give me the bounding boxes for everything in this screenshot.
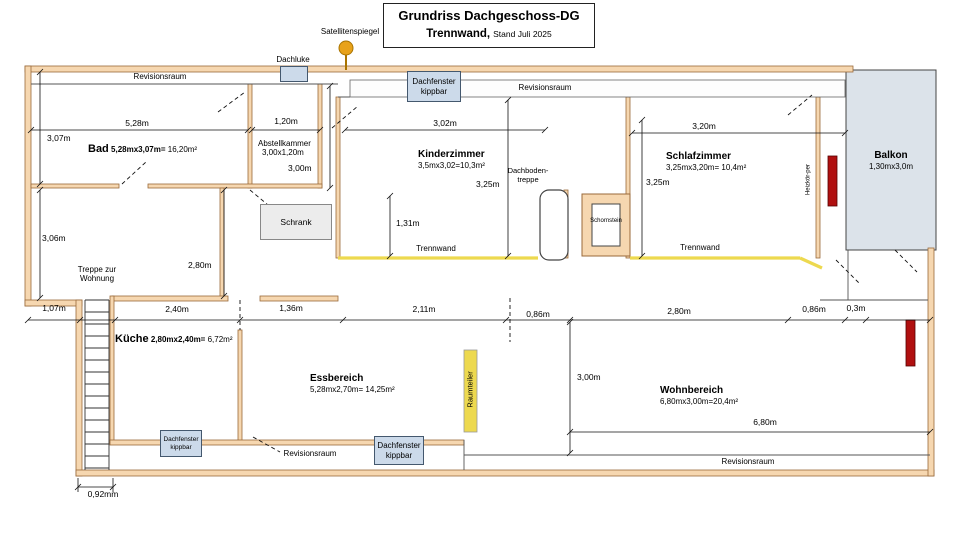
- dim-schlafzimmer-depth: 3,25m: [646, 177, 670, 187]
- dachfenster-box-bottom-mid: Dachfenster kippbar: [374, 436, 424, 465]
- room-name: Bad: [88, 143, 109, 155]
- schrank-closet: Schrank: [260, 204, 332, 240]
- balcony-area: [845, 69, 937, 251]
- dim-closet: 1,31m: [396, 218, 420, 228]
- walls: [24, 65, 935, 477]
- dim-chain-5: 0,86m: [526, 309, 550, 319]
- heizkoerper-label: Heizkör-per: [805, 164, 812, 196]
- room-label-balkon: Balkon 1,30mx3,0m: [868, 150, 914, 171]
- title-box: Grundriss Dachgeschoss-DG Trennwand,Stan…: [383, 3, 595, 48]
- room-area: 16,20m²: [167, 145, 198, 154]
- room-label-bad: Bad 5,28mx3,07m= 16,20m²: [88, 143, 198, 155]
- dim-abstell-width: 1,20m: [274, 116, 298, 126]
- dim-chain-2: 2,40m: [165, 304, 189, 314]
- dachfenster-box-bottom-left: Dachfenster kippbar: [160, 430, 202, 457]
- raumteiler-divider: [463, 349, 478, 433]
- dim-chain-8: 0,3m: [846, 303, 866, 313]
- dim-left-mid: 3,06m: [42, 233, 66, 243]
- dim-bad-height: 3,07m: [47, 133, 71, 143]
- dim-chain-3: 1,36m: [279, 303, 303, 313]
- dim-kinderzimmer-depth: 3,25m: [476, 179, 500, 189]
- dim-kinderzimmer-width: 3,02m: [433, 118, 457, 128]
- room-label-schlafzimmer: Schlafzimmer 3,25mx3,20m= 10,4m²: [666, 151, 747, 172]
- structure-lines: [31, 79, 930, 470]
- attic-stair-hatch: [539, 189, 569, 261]
- dim-stairs-width: 0,92mm: [87, 489, 119, 499]
- revisionsraum-label-bottom-right: Revisionsraum: [721, 457, 775, 466]
- schornstein-label: Schornstein: [590, 218, 622, 224]
- dim-chain-4: 2,11m: [412, 304, 436, 314]
- treppe-zur-wohnung-label: Treppe zur Wohnung: [77, 265, 117, 284]
- revisionsraum-label-top-left: Revisionsraum: [133, 72, 187, 81]
- room-label-kinderzimmer: Kinderzimmer 3,5mx3,02=10,3m²: [418, 149, 485, 170]
- dimension-ticks: [24, 68, 934, 491]
- room-label-abstellkammer: Abstellkammer 3,00x1,20m: [258, 139, 311, 158]
- dim-corridor: 2,80m: [188, 260, 212, 270]
- page-subtitle: Trennwand,Stand Juli 2025: [426, 28, 552, 40]
- dim-wohn-height: 3,00m: [577, 372, 601, 382]
- trennwand-label-left: Trennwand: [416, 244, 456, 253]
- room-label-wohnbereich: Wohnbereich 6,80mx3,00m=20,4m²: [660, 385, 739, 406]
- room-label-essbereich: Essbereich 5,28mx2,70m= 14,25m²: [310, 373, 395, 394]
- dim-bad-width: 5,28m: [125, 118, 149, 128]
- trennwand-partition-lines: [338, 256, 823, 270]
- dachfenster-box-top: Dachfenster kippbar: [407, 71, 461, 102]
- dachbodentreppe-label: Dachboden- treppe: [507, 166, 549, 184]
- stairs: [84, 299, 110, 470]
- room-label-kueche: Küche 2,80mx2,40m= 6,72m²: [115, 333, 233, 345]
- trennwand-label-right: Trennwand: [680, 243, 720, 252]
- chimney: [581, 193, 631, 257]
- revisionsraum-label-top-right: Revisionsraum: [518, 83, 572, 92]
- dim-schlafzimmer-width: 3,20m: [692, 121, 716, 131]
- dim-chain-1: 1,07m: [42, 303, 66, 313]
- dachluke-window: [280, 66, 308, 82]
- dim-chain-6: 2,80m: [667, 306, 691, 316]
- radiator-living: [905, 319, 916, 367]
- page-title: Grundriss Dachgeschoss-DG: [398, 8, 580, 23]
- dachluke-label: Dachluke: [276, 55, 310, 64]
- revisionsraum-label-bottom-left: Revisionsraum: [283, 449, 337, 458]
- dim-abstell-height: 3,00m: [288, 163, 312, 173]
- dimension-lines: [24, 68, 934, 492]
- dim-chain-7: 0,86m: [802, 304, 826, 314]
- dim-wohn-width: 6,80m: [753, 417, 777, 427]
- door-swing-dashes: [121, 91, 918, 453]
- satellitenspiegel-label: Satellitenspiegel: [320, 27, 380, 36]
- raumteiler-label: Raumteiler: [465, 371, 475, 408]
- satellite-dish-icon: [338, 40, 354, 70]
- radiator-bedroom: [827, 155, 838, 207]
